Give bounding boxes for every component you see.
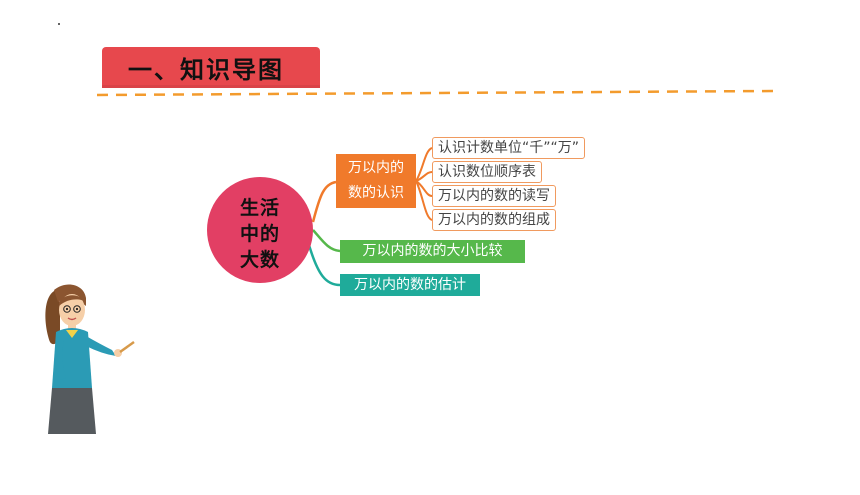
branch-number-recognition: 万以内的 数的认识 xyxy=(336,154,416,208)
teacher-pointing-icon xyxy=(45,284,135,434)
center-line-1: 生活 xyxy=(239,197,280,219)
center-line-3: 大数 xyxy=(239,249,280,271)
leaf-read-write: 万以内的数的读写 xyxy=(432,185,556,207)
leaf-counting-units: 认识计数单位“千”“万” xyxy=(432,137,586,159)
center-line-2: 中的 xyxy=(239,223,280,245)
leaf-composition: 万以内的数的组成 xyxy=(432,209,556,231)
decorative-dot xyxy=(58,23,60,25)
branch-estimate: 万以内的数的估计 xyxy=(340,274,480,296)
branch-orange-line-2: 数的认识 xyxy=(348,185,404,201)
leaf-place-value-table: 认识数位顺序表 xyxy=(432,161,542,183)
section-title: 一、知识导图 xyxy=(128,56,284,84)
branch-orange-line-1: 万以内的 xyxy=(348,160,404,176)
mindmap-center-node: 生活 中的 大数 xyxy=(207,177,313,283)
branch-compare-size: 万以内的数的大小比较 xyxy=(340,240,525,263)
section-title-banner: 一、知识导图 xyxy=(102,47,320,88)
